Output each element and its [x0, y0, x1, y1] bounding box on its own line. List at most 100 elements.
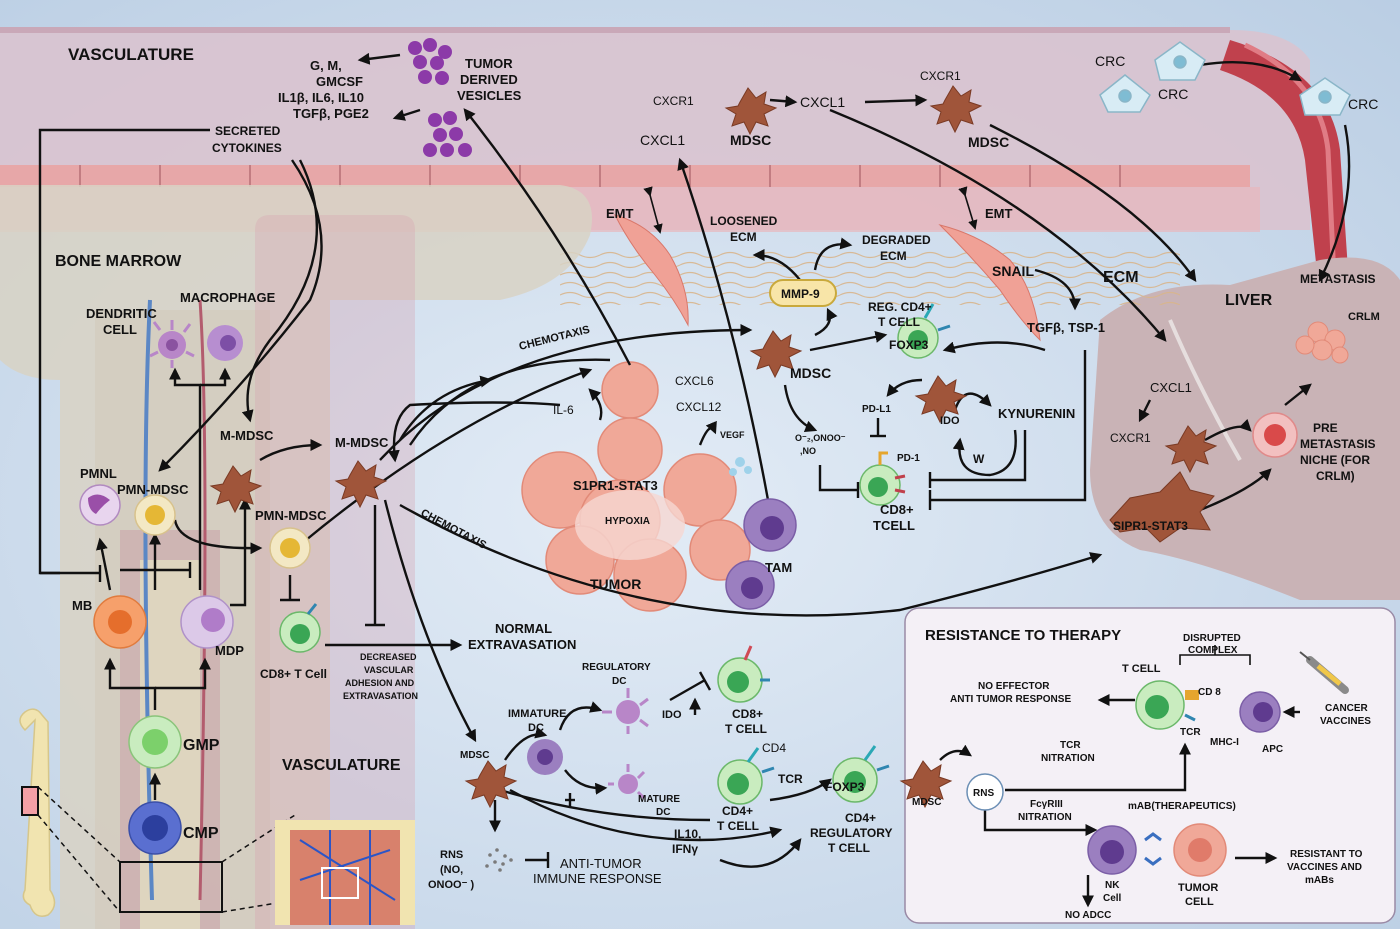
label-resistant-3: mABs [1305, 875, 1334, 886]
label-metastasis: METASTASIS [1300, 272, 1376, 286]
label-il6: IL-6 [553, 403, 574, 417]
label-mhc1: MHC-I [1210, 737, 1239, 748]
label-t-cell: T CELL [1122, 663, 1161, 675]
label-decreased-2: VASCULAR [364, 665, 414, 675]
label-regcd4-2: T CELL [878, 315, 920, 329]
label-tam: TAM [765, 560, 792, 575]
label-mdsc-d: MDSC [460, 750, 489, 761]
label-secreted-1: SECRETED [215, 124, 281, 138]
pmn-mdsc-cell-icon [134, 494, 311, 569]
mmp9-badge [769, 279, 837, 307]
resistance-cells [966, 680, 1281, 877]
label-mature-dc-1: MATURE [638, 794, 680, 805]
label-cxcl6: CXCL6 [675, 374, 714, 388]
label-liver: LIVER [1225, 292, 1273, 309]
label-nk-1: NK [1105, 880, 1120, 891]
label-secreted-2: CYTOKINES [212, 141, 282, 155]
label-cmp: CMP [183, 825, 219, 842]
label-cytokine-1: G, M, [310, 58, 342, 73]
label-immature-dc-2: DC [528, 722, 544, 734]
label-rns-2: (NO, [440, 864, 463, 876]
label-cd4-tcell-2: T CELL [717, 819, 759, 833]
label-tdv-2: DERIVED [460, 72, 518, 87]
label-crlm: CRLM [1348, 311, 1380, 323]
label-cd8-tcell-a: CD8+ T Cell [260, 667, 327, 681]
emt-cell-icon [614, 214, 1041, 342]
label-nk-2: Cell [1103, 893, 1122, 904]
label-tgfb-tsp: TGFβ, TSP-1 [1027, 320, 1105, 335]
syringe-icon [1299, 651, 1349, 694]
label-cd4: CD4 [762, 741, 786, 755]
cmp-cell-icon [128, 801, 182, 855]
label-vasculature-bottom: VASCULATURE [282, 757, 401, 774]
label-mmp9: MMP-9 [781, 287, 820, 301]
label-cd4-tcell-1: CD4+ [722, 804, 753, 818]
label-cxcr1-a: CXCR1 [653, 94, 694, 108]
label-cancer-vaccines-1: CANCER [1325, 703, 1369, 714]
label-dendritic-1: DENDRITIC [86, 306, 157, 321]
dendritic-cell-icon [149, 320, 195, 368]
label-emt-b: EMT [985, 206, 1013, 221]
label-vasculature-top: VASCULATURE [68, 45, 194, 64]
label-dendritic-2: CELL [103, 322, 137, 337]
label-fcgr-1: FᴄγRIII [1030, 799, 1063, 810]
connectors [38, 52, 1351, 908]
label-pre-2: METASTASIS [1300, 437, 1376, 451]
label-foxp3-a: FOXP3 [889, 338, 929, 352]
label-disrupted-1: DISRUPTED [1183, 633, 1241, 644]
pmnl-cell-icon [79, 484, 121, 526]
label-cytokine-4: TGFβ, PGE2 [293, 106, 369, 121]
label-tcr-nitration-2: NITRATION [1041, 753, 1095, 764]
label-degraded-2: ECM [880, 249, 907, 263]
label-pre-3: NICHE (FOR [1300, 453, 1370, 467]
label-regcd4-1: REG. CD4+ [868, 300, 932, 314]
label-kynurenin: KYNURENIN [998, 406, 1075, 421]
label-cd8-tcell-b2: TCELL [873, 518, 915, 533]
label-immature-dc-1: IMMATURE [508, 708, 566, 720]
label-w: W [973, 452, 985, 466]
immature-dc-icon [527, 688, 649, 800]
tumor-derived-vesicles-icon [408, 38, 472, 157]
label-no-adcc: NO ADCC [1065, 910, 1111, 921]
label-mdsc-e: MDSC [912, 797, 941, 808]
label-cxcr1-b: CXCR1 [920, 69, 961, 83]
label-pdl1: PD-L1 [862, 404, 891, 415]
label-ros-1: O⁻₂,ONOO⁻ [795, 433, 846, 443]
label-foxp3-b: FOXP3 [825, 780, 865, 794]
label-ido-b: IDO [662, 709, 682, 721]
label-tumor-cell-2: CELL [1185, 896, 1214, 908]
label-snail: SNAIL [992, 263, 1034, 279]
label-mdsc-a: MDSC [730, 132, 771, 148]
mb-cell-icon [93, 595, 147, 649]
label-mdsc-b: MDSC [968, 134, 1009, 150]
label-ido-a: IDO [940, 415, 960, 427]
label-cxcl12: CXCL12 [676, 400, 722, 414]
label-no-effector-2: ANTI TUMOR RESPONSE [950, 694, 1071, 705]
label-fcgr-2: NITRATION [1018, 812, 1072, 823]
label-resistant-1: RESISTANT TO [1290, 849, 1363, 860]
crlm-icon [1295, 321, 1349, 364]
label-m-mdsc-a: M-MDSC [220, 428, 274, 443]
label-mab: mAB(THERAPEUTICS) [1128, 801, 1236, 812]
label-cd8: CD 8 [1198, 687, 1221, 698]
label-ifng: IFNγ [672, 842, 698, 856]
label-decreased-3: ADHESION AND [345, 678, 415, 688]
pre-metastasis-niche-icon [1252, 412, 1298, 458]
bone-cross-section-icon [275, 820, 415, 925]
label-loosened-1: LOOSENED [710, 214, 778, 228]
label-normal-1: NORMAL [495, 621, 552, 636]
label-sipr1-stat3: SIPR1-STAT3 [1113, 519, 1188, 533]
label-tcr-nitration-1: TCR [1060, 740, 1081, 751]
liver-vessel [1168, 319, 1242, 461]
label-emt-a: EMT [606, 206, 634, 221]
gmp-cell-icon [128, 715, 182, 769]
mdsc-icon [209, 85, 1218, 809]
label-tcr-b: TCR [1180, 727, 1201, 738]
label-cancer-vaccines-2: VACCINES [1320, 716, 1371, 727]
label-cd4reg-2: REGULATORY [810, 826, 892, 840]
label-mature-dc-2: DC [656, 807, 670, 818]
label-resistant-2: VACCINES AND [1287, 862, 1362, 873]
label-decreased-4: EXTRAVASATION [343, 691, 418, 701]
top-vessel [0, 27, 1310, 232]
label-cd8-c1: CD8+ [732, 707, 763, 721]
